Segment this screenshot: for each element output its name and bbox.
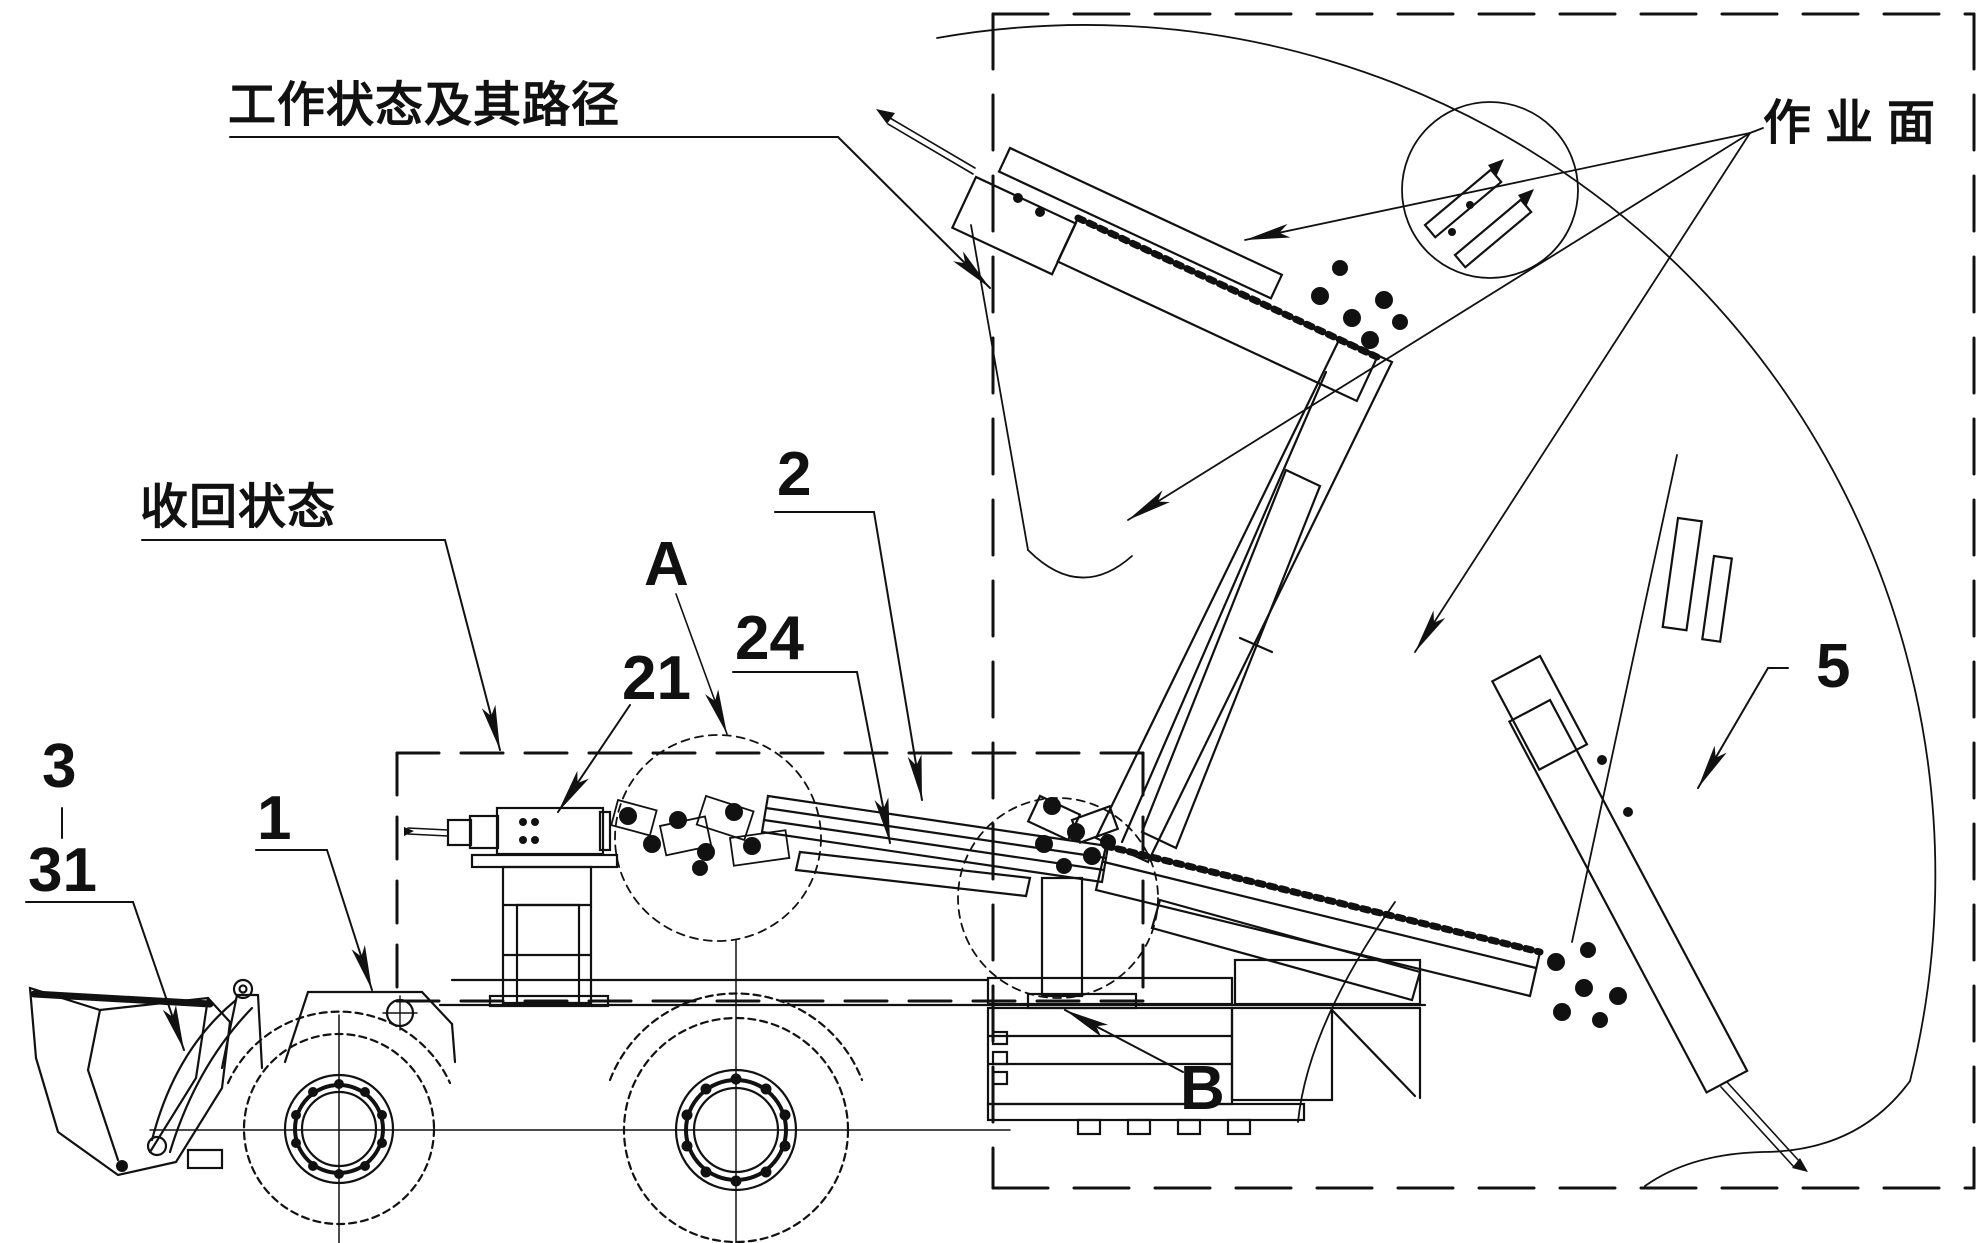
working-face-envelope: [936, 24, 1937, 1187]
drill-bit-detail-circle: [1401, 101, 1579, 279]
label-working-face: 作业面: [1763, 97, 1950, 150]
front-wheel: [242, 1032, 436, 1226]
ref-label-3: 3: [42, 732, 77, 801]
label-retracted-state: 收回状态: [140, 481, 337, 534]
label-working-state-path: 工作状态及其路径: [228, 79, 621, 132]
front-wheel-bolts: [291, 1079, 387, 1179]
drill-mast-pedestal: [470, 853, 619, 1008]
ref-label-24: 24: [735, 604, 804, 673]
drill-arm-lower-position: [1094, 516, 1808, 1172]
detail-circle-B: [957, 797, 1159, 999]
drill-arm-upper-position: [876, 109, 1408, 864]
ref-label-31: 31: [28, 836, 97, 905]
retracted-state-dashed-box: [395, 751, 1145, 1003]
ref-label-5: 5: [1816, 632, 1851, 701]
bucket: [28, 986, 232, 1177]
rear-wheel-bolts: [681, 1073, 791, 1187]
ref-label-21: 21: [622, 644, 691, 713]
working-state-dashed-box: [991, 12, 1976, 1190]
rear-wheel: [622, 1016, 850, 1243]
leader-lines: [25, 127, 1789, 1073]
detail-circle-A: [614, 734, 822, 942]
boom-linkage-joint-A: [610, 794, 791, 876]
ref-label-1: 1: [257, 784, 292, 853]
ref-label-A: A: [644, 530, 689, 599]
ref-label-B: B: [1180, 1054, 1225, 1123]
boom-base-joint-B: [1026, 794, 1138, 1010]
rock-drill-drifter-retracted: [404, 806, 612, 856]
ref-label-2: 2: [777, 440, 812, 509]
